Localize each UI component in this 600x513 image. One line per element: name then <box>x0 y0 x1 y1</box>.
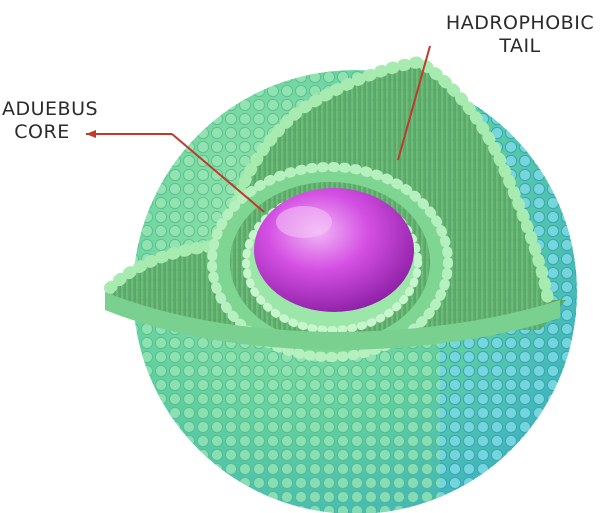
aqueous-core-label-line1: ADUEBUS <box>2 98 82 121</box>
hydrophobic-tail-label-line2: TAIL <box>440 35 600 58</box>
aqueous-core-label: ADUEBUS CORE <box>2 98 82 144</box>
hydrophobic-tail-label-line1: HADROPHOBIC <box>440 12 600 35</box>
aqueous-core <box>254 188 414 312</box>
hydrophobic-tail-label: HADROPHOBIC TAIL <box>440 12 600 58</box>
aqueous-core-label-line2: CORE <box>2 121 82 144</box>
